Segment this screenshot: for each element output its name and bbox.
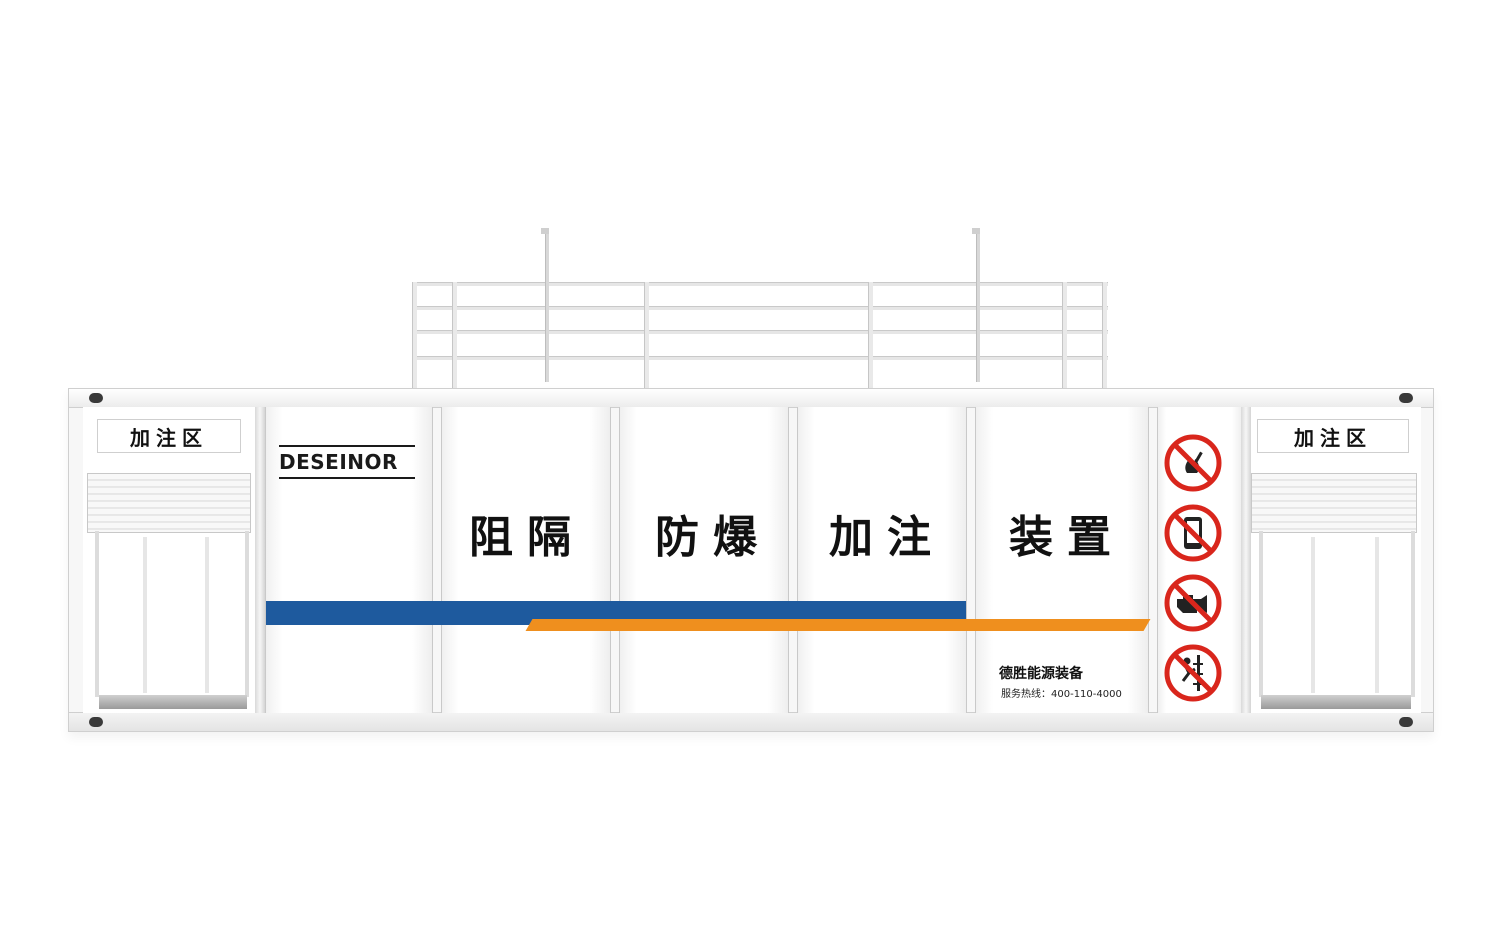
slogan-panel-3 — [797, 407, 967, 713]
slogan-text-1: 阻隔 — [469, 512, 585, 563]
antenna-mast-right — [976, 232, 980, 382]
logo-panel — [265, 407, 433, 713]
no-phone-icon — [1164, 504, 1222, 562]
left-bay-sign: 加注区 — [97, 419, 241, 453]
right-bay-sign: 加注区 — [1257, 419, 1409, 453]
slogan-text-2: 防爆 — [655, 512, 771, 563]
left-dispenser-bay: 加注区 — [83, 407, 255, 713]
no-climbing-icon — [1164, 644, 1222, 702]
container-body: 加注区 DESEINOR 阻隔 防爆 加注 装置 德胜能源装备 服务热线：400… — [68, 388, 1434, 732]
roof-railing — [412, 282, 1108, 390]
slogan-panel-2 — [619, 407, 789, 713]
slogan-panel-4 — [975, 407, 1149, 713]
brand-logo: DESEINOR — [279, 445, 415, 479]
antenna-mast-left — [545, 232, 549, 382]
no-fire-icon — [1164, 434, 1222, 492]
orange-stripe — [525, 619, 1151, 631]
slogan-panel-1 — [441, 407, 611, 713]
service-hotline: 服务热线：400-110-4000 — [1001, 689, 1122, 700]
left-roller-shutter — [87, 473, 251, 533]
right-roller-shutter — [1251, 473, 1417, 533]
right-dispenser-bay: 加注区 — [1251, 407, 1421, 713]
slogan-text-3: 加注 — [829, 512, 945, 563]
company-name: 德胜能源装备 — [999, 666, 1083, 682]
no-engine-running-icon — [1164, 574, 1222, 632]
slogan-text-4: 装置 — [1009, 512, 1125, 563]
